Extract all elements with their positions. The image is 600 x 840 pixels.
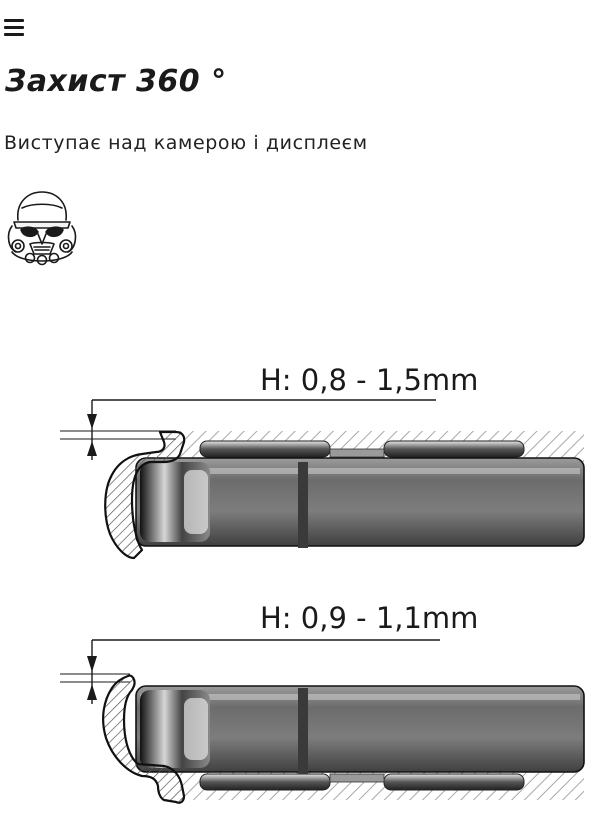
page-title: Захист 360 ° (5, 64, 227, 99)
bottom-profile-diagram: H: 0,9 - 1,1mm (60, 601, 585, 804)
top-profile-diagram: H: 0,8 - 1,5mm (60, 363, 585, 560)
hamburger-menu-icon[interactable] (4, 17, 26, 39)
stormtrooper-helmet-icon (7, 191, 77, 266)
page-subtitle: Виступає над камерою і дисплеєм (4, 132, 368, 154)
bottom-dimension-label: H: 0,9 - 1,1mm (260, 601, 478, 635)
top-dimension-label: H: 0,8 - 1,5mm (260, 363, 478, 397)
